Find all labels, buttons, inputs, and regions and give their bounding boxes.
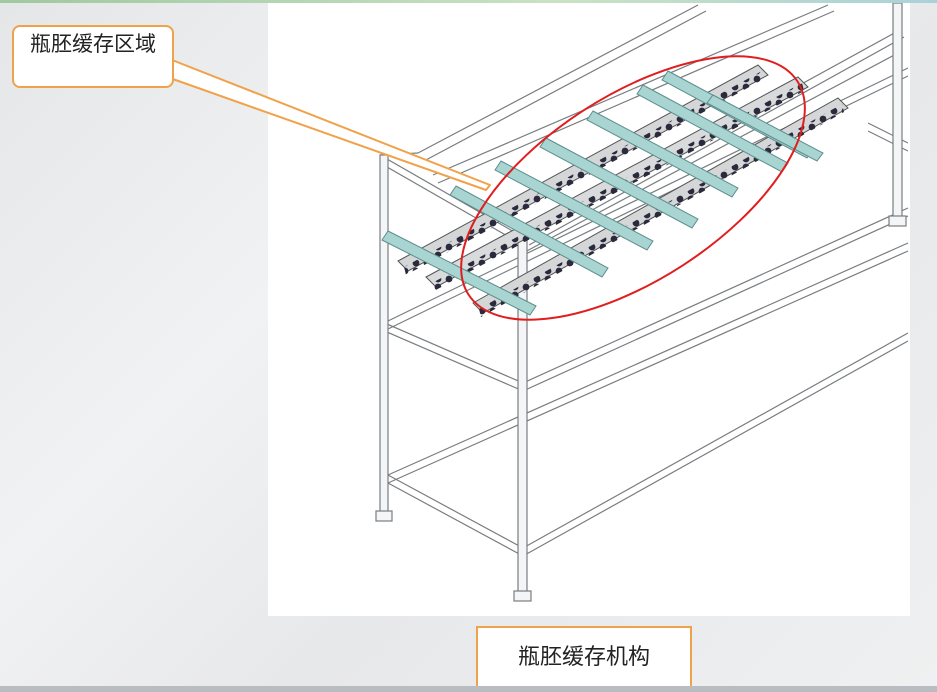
support-straps: [381, 70, 824, 316]
cache-area-callout: 瓶胚缓存区域: [12, 25, 174, 88]
cache-area-highlight-ellipse: [460, 55, 806, 321]
top-accent-strip: [0, 0, 937, 3]
bottom-strip: [0, 686, 937, 692]
callout-label: 瓶胚缓存区域: [30, 32, 156, 56]
caption-label: 瓶胚缓存机构: [517, 645, 650, 670]
cad-diagram-panel: [268, 3, 910, 616]
figure-caption: 瓶胚缓存机构: [476, 626, 692, 689]
vertical-posts: [375, 3, 907, 602]
lower-shelf-rails: [387, 242, 909, 557]
rack-frame-drawing: [375, 3, 909, 602]
